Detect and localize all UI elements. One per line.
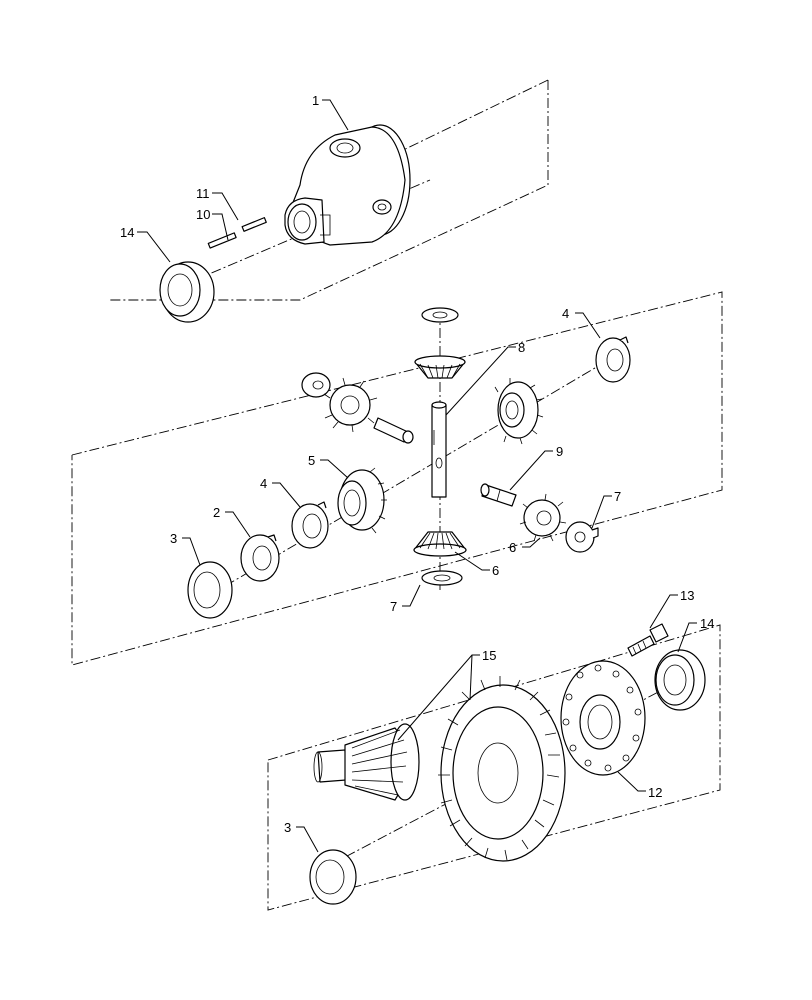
flange-plate-12: [560, 660, 646, 776]
ring-gear-15: [438, 676, 566, 862]
callout-3-middle: 3: [170, 531, 177, 546]
cross-shaft-8: [431, 401, 447, 498]
pinion-gear-top: [414, 355, 466, 379]
thrust-washer-4-left: [291, 501, 329, 549]
pinion-shaft-9: [480, 483, 517, 507]
thrust-washer-7-right: [565, 521, 599, 553]
callout-14-bottom: 14: [700, 616, 714, 631]
bearing-14-bottom: [654, 649, 706, 711]
drive-pinion-15: [313, 723, 420, 801]
pinion-gear-left: [323, 377, 378, 433]
callout-11: 11: [196, 186, 210, 201]
callout-labels: 1 11 10 14 8 4 5 4 2 3 9 7 6 6 7 13 14 1…: [120, 93, 714, 835]
callout-7-right: 7: [614, 489, 621, 504]
callout-9: 9: [556, 444, 563, 459]
pinion-shaft-left: [373, 417, 414, 444]
callout-10: 10: [196, 207, 210, 222]
callout-15: 15: [482, 648, 496, 663]
group-boundary-middle: [71, 291, 723, 666]
thrust-washer-7-top: [421, 307, 459, 323]
roll-pin-11: [241, 217, 267, 232]
leader-lines: [137, 99, 697, 853]
callout-1: 1: [312, 93, 319, 108]
group-boundary-bottom: [267, 624, 721, 911]
callout-3-bottom: 3: [284, 820, 291, 835]
callout-5: 5: [308, 453, 315, 468]
thrust-washer-4-right: [595, 336, 631, 383]
bolt-13: [627, 623, 669, 657]
callout-2: 2: [213, 505, 220, 520]
roll-pin-10: [207, 232, 237, 249]
side-gear-5: [337, 467, 387, 534]
callout-4-right: 4: [562, 306, 569, 321]
thrust-washer-7-bottom: [421, 570, 463, 586]
side-gear-right: [494, 378, 544, 445]
bearing-cup-3-bottom: [309, 849, 357, 905]
callout-8: 8: [518, 340, 525, 355]
callout-14-top: 14: [120, 225, 134, 240]
callout-13: 13: [680, 588, 694, 603]
callout-12: 12: [648, 785, 662, 800]
callout-4-left: 4: [260, 476, 267, 491]
callout-7-bottom: 7: [390, 599, 397, 614]
differential-case: [284, 124, 411, 246]
callout-6-bottom: 6: [492, 563, 499, 578]
callout-6-right: 6: [509, 540, 516, 555]
pinion-gear-6-bottom: [413, 531, 467, 557]
bearing-14-top: [159, 261, 215, 323]
pinion-gear-6-right: [519, 493, 567, 542]
thrust-washer-left: [301, 372, 331, 398]
shim-washer-2: [240, 534, 280, 582]
bearing-cup-3-middle: [187, 561, 233, 619]
